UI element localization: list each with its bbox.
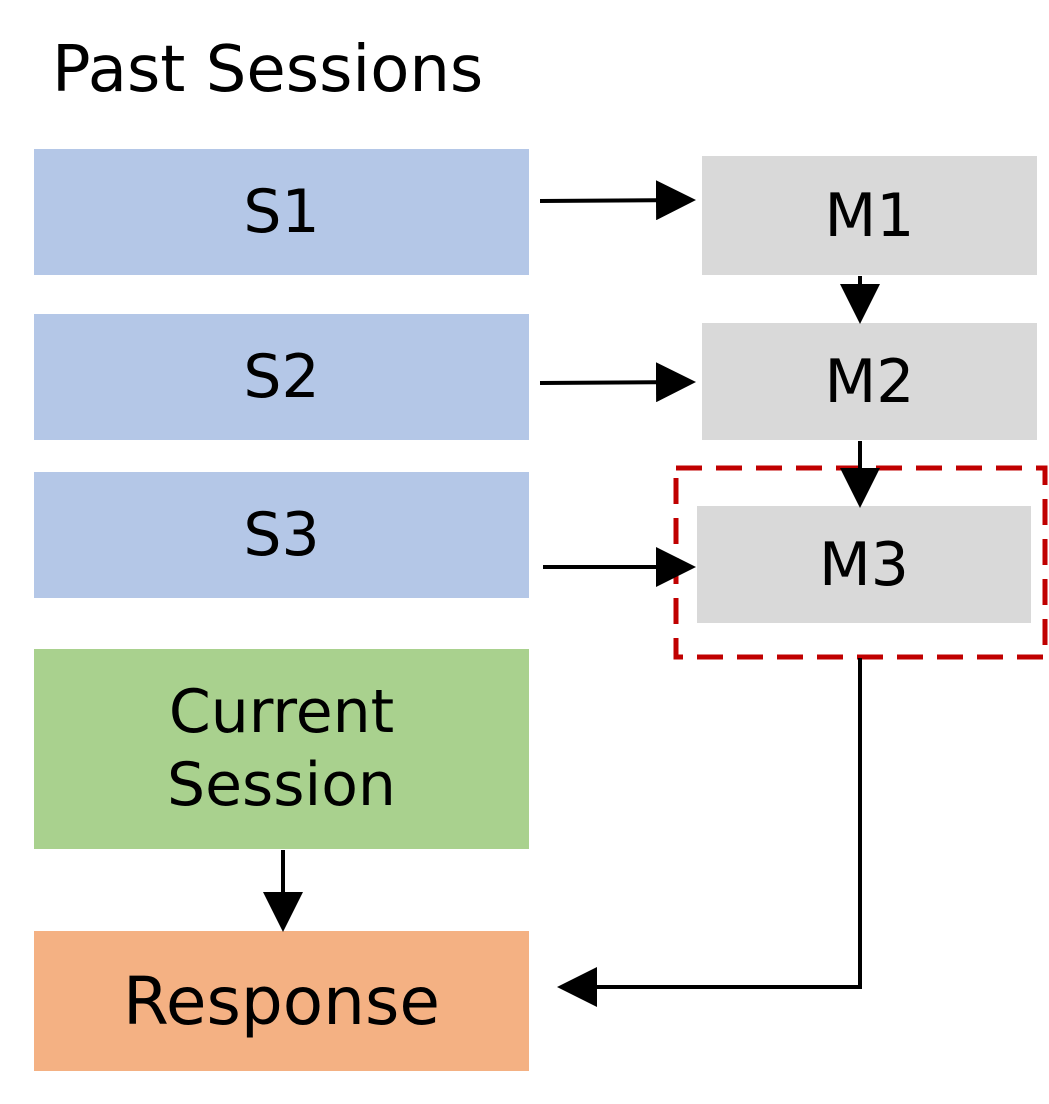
session-label: S3 bbox=[243, 500, 320, 570]
memory-box-m2: M2 bbox=[702, 323, 1037, 440]
memory-box-m1: M1 bbox=[702, 156, 1037, 275]
session-box-s3: S3 bbox=[34, 472, 529, 598]
memory-label: M3 bbox=[819, 529, 909, 600]
current-session-label-line1: Current bbox=[168, 676, 395, 747]
session-label: S2 bbox=[243, 342, 320, 412]
memory-label: M2 bbox=[824, 346, 915, 417]
current-session-box: Current Session bbox=[34, 649, 529, 849]
session-box-s1: S1 bbox=[34, 149, 529, 275]
memory-label: M1 bbox=[824, 180, 915, 251]
arrow-s2-to-m2 bbox=[539, 362, 696, 403]
response-label: Response bbox=[123, 962, 440, 1040]
arrow-s1-to-m1 bbox=[539, 180, 696, 221]
session-label: S1 bbox=[243, 177, 320, 247]
response-box: Response bbox=[34, 931, 529, 1071]
memory-box-m3: M3 bbox=[697, 506, 1031, 623]
arrow-m3-to-response bbox=[557, 658, 862, 1007]
diagram-title: Past Sessions bbox=[52, 33, 484, 107]
session-box-s2: S2 bbox=[34, 314, 529, 440]
current-session-label-line2: Session bbox=[167, 750, 396, 820]
